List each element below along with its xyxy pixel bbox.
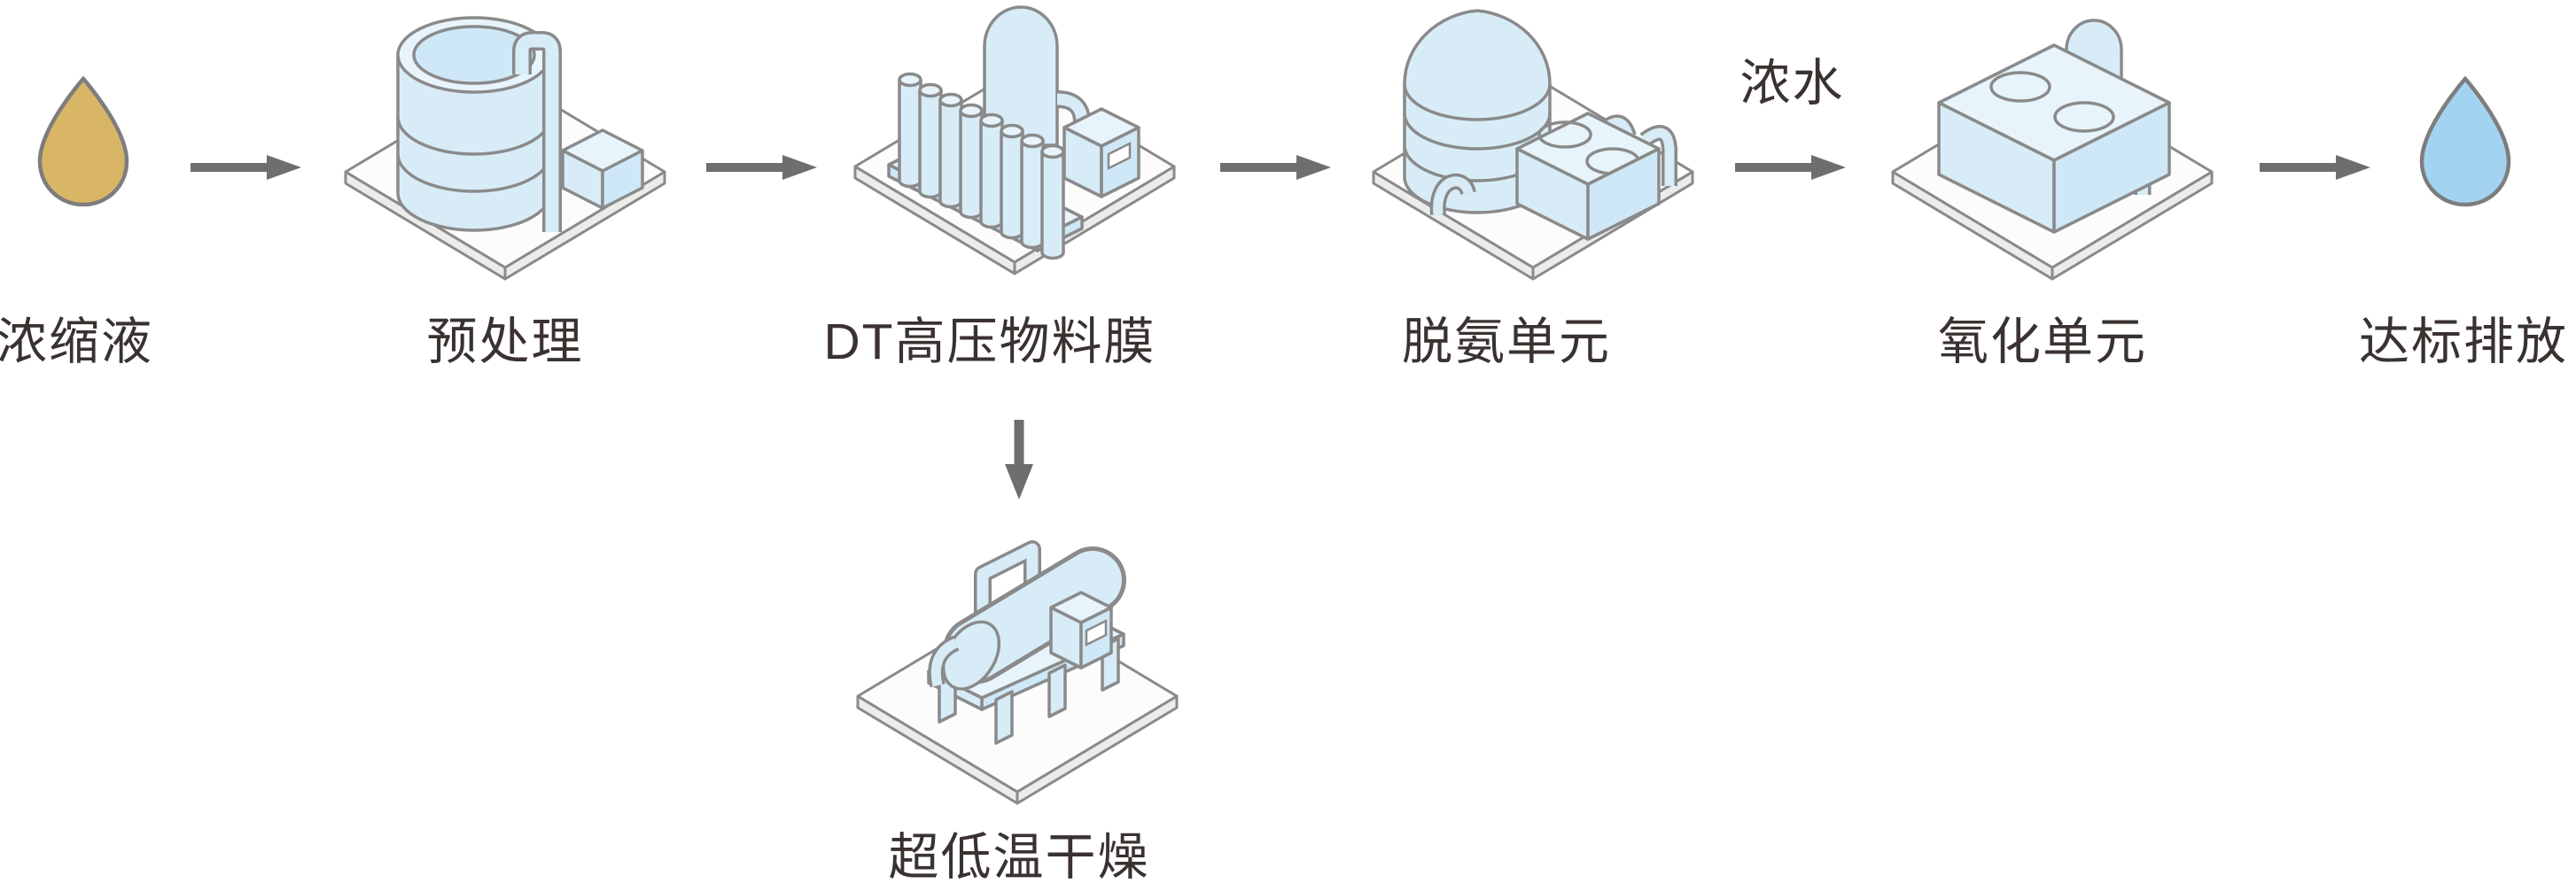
flow-arrow-2 bbox=[706, 154, 817, 181]
stage-label-deammoniation: 脱氨单元 bbox=[1402, 314, 1611, 370]
deammoniation-unit-icon bbox=[1365, 0, 1701, 297]
flow-arrow-4 bbox=[1735, 154, 1846, 181]
blue-drop-icon bbox=[2416, 76, 2514, 207]
edge-label-concentrated-water: 浓水 bbox=[1739, 55, 1845, 112]
gold-drop-icon bbox=[35, 76, 132, 207]
dryer-unit-icon bbox=[849, 524, 1186, 821]
flow-arrow-1 bbox=[191, 154, 301, 181]
flow-arrow-3 bbox=[1220, 154, 1331, 181]
stage-label-pretreatment: 预处理 bbox=[426, 314, 584, 370]
stage-label-drying: 超低温干燥 bbox=[888, 829, 1150, 886]
stage-label-discharge: 达标排放 bbox=[2359, 314, 2568, 370]
oxidation-unit-icon bbox=[1884, 0, 2221, 297]
branch-arrow-down bbox=[1004, 418, 1034, 501]
stage-label-oxidation: 氧化单元 bbox=[1938, 314, 2147, 370]
flow-arrow-5 bbox=[2260, 154, 2370, 181]
membrane-unit-icon bbox=[846, 0, 1183, 291]
stage-label-dt-membrane: DT高压物料膜 bbox=[823, 314, 1156, 370]
pretreatment-tank-icon bbox=[337, 0, 673, 297]
stage-label-concentrate: 浓缩液 bbox=[0, 314, 153, 370]
